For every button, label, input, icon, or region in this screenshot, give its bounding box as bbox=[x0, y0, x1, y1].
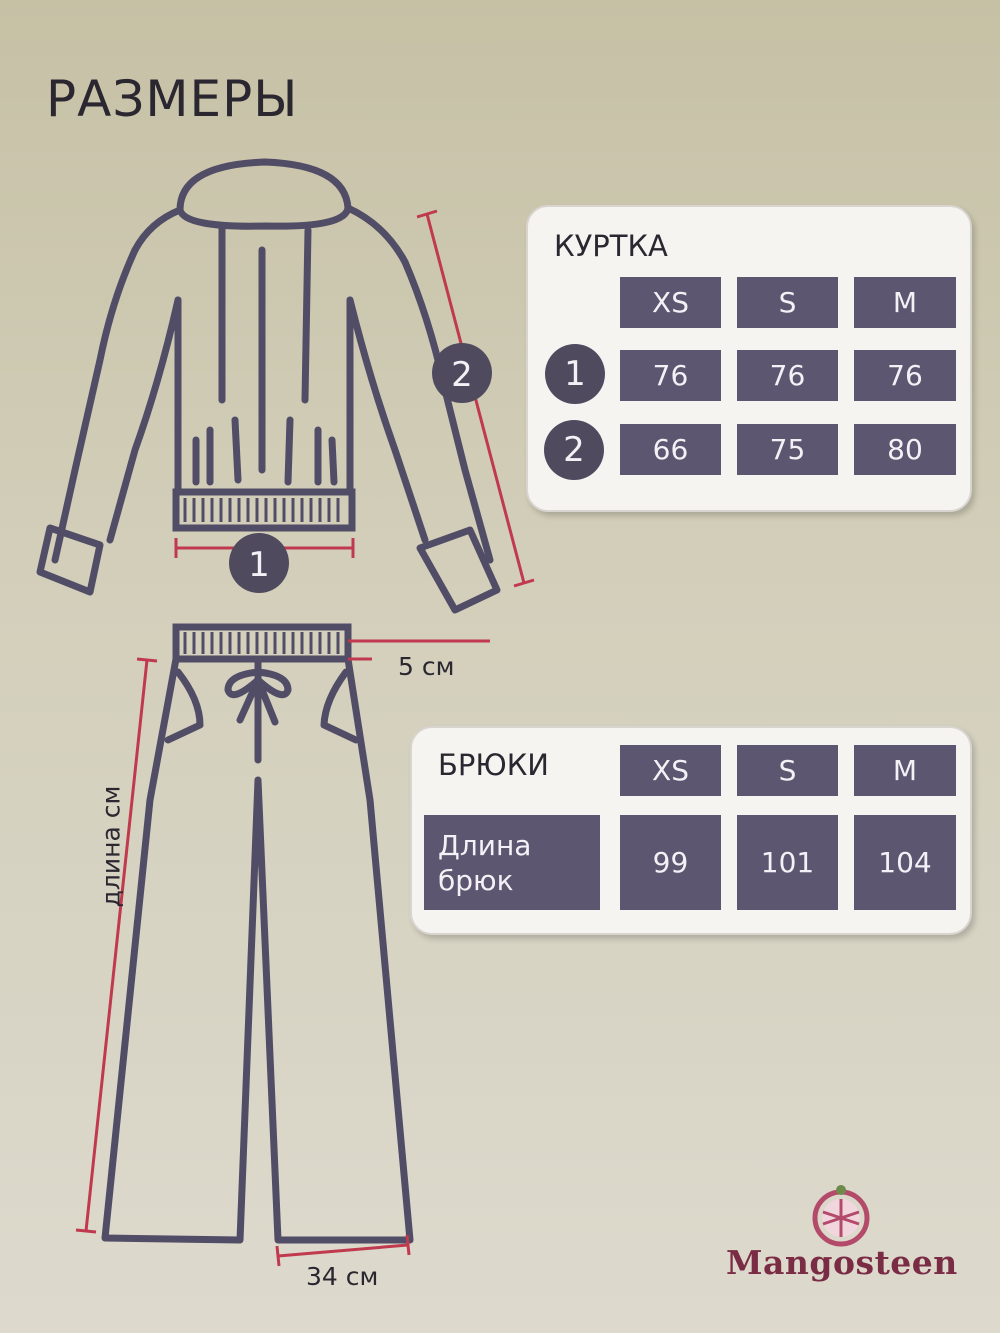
hoodie-hem-band bbox=[172, 488, 356, 532]
jacket-cell-2-s: 75 bbox=[737, 424, 838, 475]
pants-size-m: M bbox=[854, 745, 956, 796]
hoodie-hem-ribbing bbox=[183, 498, 340, 522]
jacket-cell-2-m: 80 bbox=[854, 424, 956, 475]
pants-waistband-ribbing bbox=[183, 632, 340, 654]
jacket-row-badge-1: 1 bbox=[545, 344, 605, 404]
pants-waistband bbox=[172, 623, 352, 663]
jacket-cell-1-s: 76 bbox=[737, 350, 838, 401]
pants-cell-s: 101 bbox=[737, 815, 838, 910]
page-title: РАЗМЕРЫ bbox=[46, 70, 299, 128]
pants-length-label: Длина брюк bbox=[424, 815, 600, 910]
measure-line-waistband bbox=[348, 639, 490, 661]
mangosteen-logo-icon bbox=[812, 1185, 870, 1247]
jacket-size-s: S bbox=[737, 277, 838, 328]
waistband-measure-label: 5 см bbox=[398, 652, 455, 681]
jacket-title: КУРТКА bbox=[554, 229, 668, 263]
badge-1-circle bbox=[229, 533, 289, 593]
length-measure-label: длина см bbox=[96, 785, 126, 908]
badge-2-text: 2 bbox=[451, 355, 473, 395]
jacket-size-xs: XS bbox=[620, 277, 721, 328]
hoodie-outline bbox=[36, 158, 501, 614]
jacket-cell-2-xs: 66 bbox=[620, 424, 721, 475]
pants-size-s: S bbox=[737, 745, 838, 796]
pants-cell-xs: 99 bbox=[620, 815, 721, 910]
pants-title: БРЮКИ bbox=[438, 748, 549, 782]
badge-1-text: 1 bbox=[248, 545, 270, 585]
jacket-size-m: M bbox=[854, 277, 956, 328]
pants-size-card: БРЮКИ XS S M Длина брюк 99 101 104 bbox=[410, 726, 972, 935]
badge-2-circle bbox=[432, 343, 492, 403]
jacket-cell-1-m: 76 bbox=[854, 350, 956, 401]
jacket-cell-1-xs: 76 bbox=[620, 350, 721, 401]
jacket-size-card: КУРТКА XS S M 1 76 76 76 2 66 75 80 bbox=[526, 205, 972, 512]
pants-outline bbox=[101, 655, 414, 1244]
measure-line-length bbox=[75, 657, 158, 1234]
jacket-row-badge-2: 2 bbox=[544, 420, 604, 480]
hem-measure-label: 34 см bbox=[306, 1262, 379, 1291]
pants-cell-m: 104 bbox=[854, 815, 956, 910]
pants-size-xs: XS bbox=[620, 745, 721, 796]
brand-name: Mangosteen bbox=[726, 1243, 958, 1282]
measure-line-hem bbox=[275, 1234, 411, 1267]
